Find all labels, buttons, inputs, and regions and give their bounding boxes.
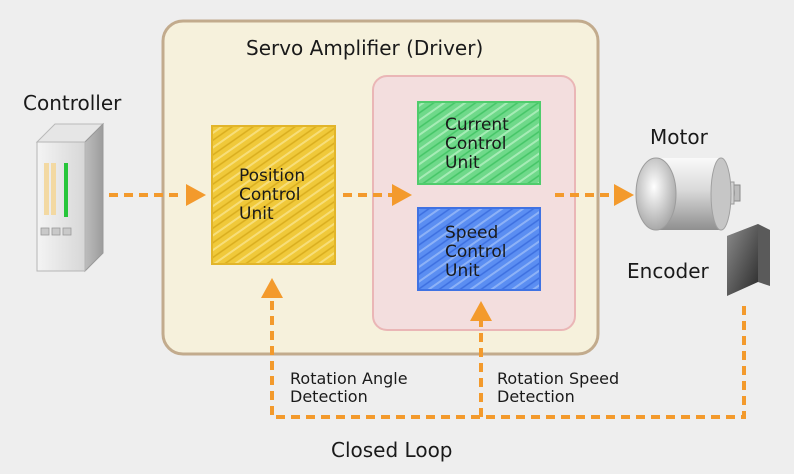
speed-unit-line-1: Speed <box>445 223 499 243</box>
closed-loop-label: Closed Loop <box>331 438 453 462</box>
controller-device <box>35 122 105 273</box>
arrow-heads <box>186 184 634 321</box>
current-unit-line-3: Unit <box>445 153 480 173</box>
position-unit-line-3: Unit <box>239 204 274 224</box>
current-control-unit-label: Current Control Unit <box>445 116 509 173</box>
position-control-unit-label: Position Control Unit <box>239 167 305 224</box>
speed-unit-line-3: Unit <box>445 261 480 281</box>
encoder-device <box>727 224 770 296</box>
speed-unit-line-2: Control <box>445 242 507 262</box>
arrow-head-speed-feedback <box>470 301 492 321</box>
arrow-head-angle-feedback <box>261 278 283 298</box>
position-unit-line-1: Position <box>239 166 306 186</box>
arrow-head-to-motor <box>614 184 634 206</box>
speed-control-unit-label: Speed Control Unit <box>445 224 506 281</box>
amplifier-title: Servo Amplifier (Driver) <box>246 36 484 60</box>
speed-detection-line-1: Rotation Speed <box>497 369 620 388</box>
rotation-speed-detection-label: Rotation Speed Detection <box>497 370 619 406</box>
position-unit-line-2: Control <box>239 185 301 205</box>
motor-label: Motor <box>650 125 708 149</box>
current-unit-line-2: Control <box>445 134 507 154</box>
current-unit-line-1: Current <box>445 115 509 135</box>
motor-device <box>635 157 741 231</box>
angle-detection-line-2: Detection <box>290 387 368 406</box>
angle-detection-line-1: Rotation Angle <box>290 369 408 388</box>
speed-control-unit-box <box>417 207 541 291</box>
signal-arrows <box>109 193 746 419</box>
current-control-unit-box <box>417 101 541 185</box>
rotation-angle-detection-label: Rotation Angle Detection <box>290 370 408 406</box>
speed-detection-line-2: Detection <box>497 387 575 406</box>
controller-label: Controller <box>23 91 122 115</box>
arrow-head-to-inner <box>392 184 412 206</box>
arrow-head-to-position <box>186 184 206 206</box>
encoder-label: Encoder <box>627 259 709 283</box>
position-control-unit-box <box>211 125 336 265</box>
